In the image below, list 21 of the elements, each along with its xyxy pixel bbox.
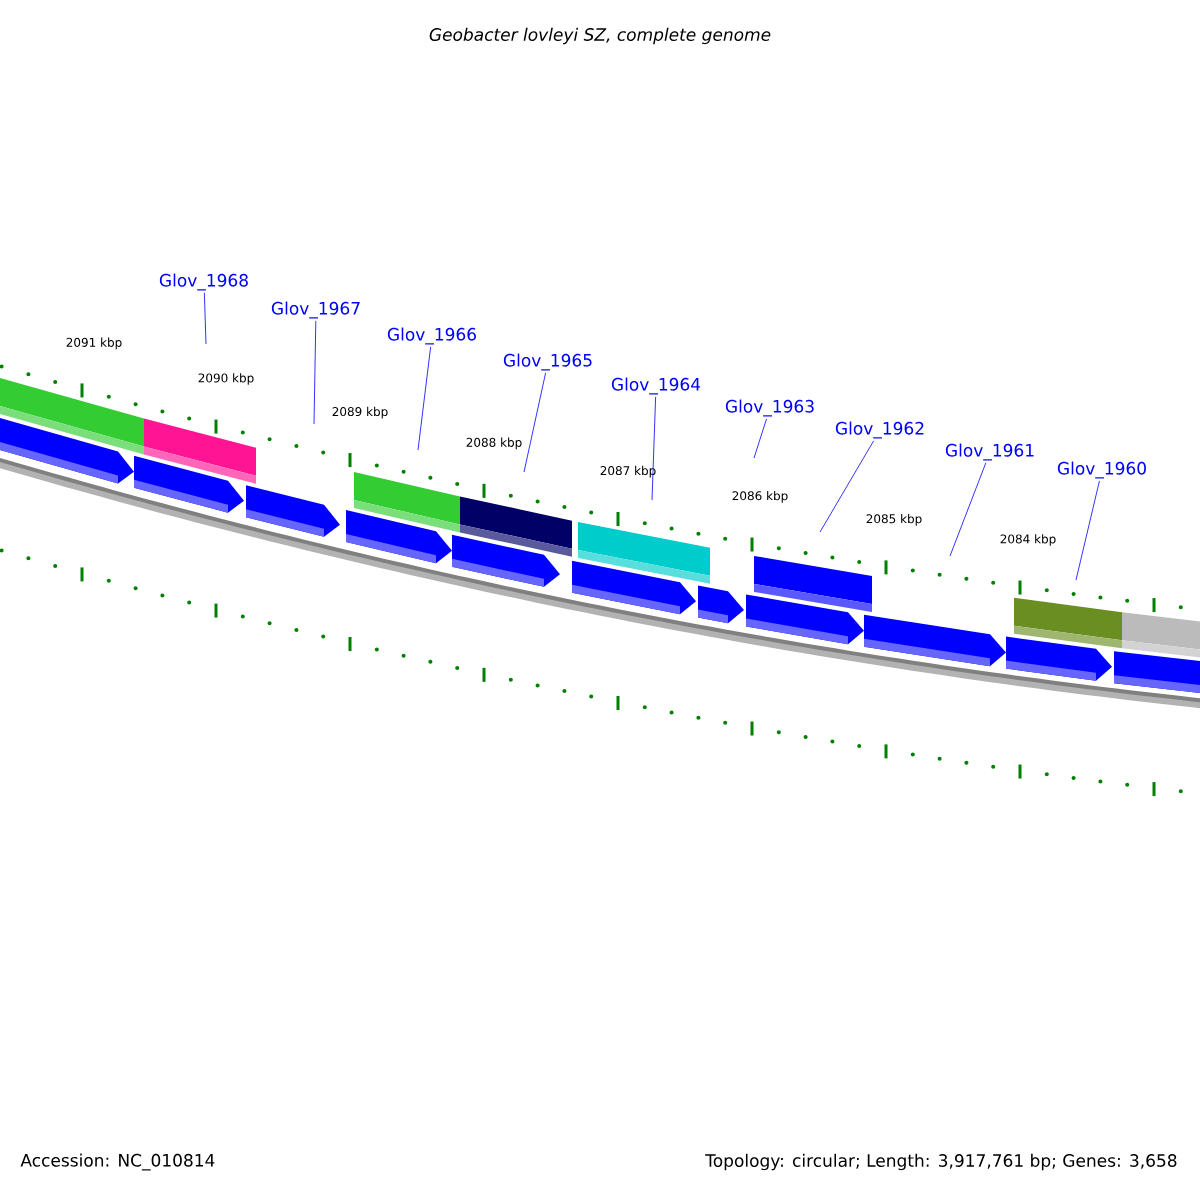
leader-line bbox=[819, 440, 874, 533]
leader-line bbox=[313, 320, 317, 425]
gene-label: Glov_1961 bbox=[945, 443, 1034, 461]
leader-line bbox=[949, 462, 987, 557]
leader-line bbox=[417, 346, 432, 451]
leader-line bbox=[203, 292, 207, 345]
gene-label: Glov_1966 bbox=[387, 327, 476, 345]
leader-line bbox=[651, 396, 657, 501]
gene-label: Glov_1964 bbox=[611, 377, 701, 395]
leader-line bbox=[523, 372, 547, 473]
title: Geobacter lovleyi SZ, complete genome bbox=[429, 27, 771, 45]
genome-info: Topology: circular; Length: 3,917,761 bp; Genes: 3,658 bbox=[705, 1153, 1177, 1171]
gene-label: Glov_1968 bbox=[159, 273, 248, 291]
accession-label: Accession: NC_010814 bbox=[20, 1153, 215, 1171]
gene-label: Glov_1960 bbox=[1057, 461, 1146, 479]
leader-line bbox=[753, 418, 767, 459]
gene-label: Glov_1967 bbox=[271, 301, 360, 319]
gene-label: Glov_1965 bbox=[503, 353, 592, 371]
gene-label: Glov_1963 bbox=[725, 399, 814, 417]
gene-label: Glov_1962 bbox=[835, 421, 924, 439]
leader-line bbox=[1075, 480, 1100, 581]
